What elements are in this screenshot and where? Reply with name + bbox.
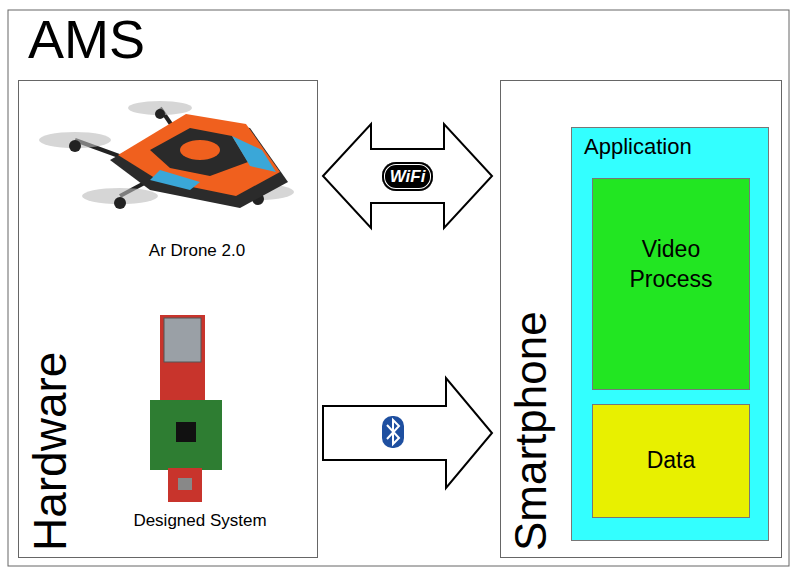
designed-system-picture	[150, 315, 222, 502]
application-box: ApplicationVideo ProcessData	[571, 127, 769, 541]
bluetooth-badge	[382, 416, 404, 448]
process-box: Video Process	[592, 178, 750, 390]
wifi-logo: WiFi	[382, 162, 434, 191]
box-label: Application	[572, 128, 768, 166]
hardware-panel: Hardware	[18, 80, 318, 558]
label-wrap: Ar Drone 2.0	[67, 241, 327, 261]
box-label: Video Process	[593, 179, 749, 295]
edge-label-wrap: WiFi	[382, 162, 434, 191]
block-arrow	[323, 378, 492, 488]
data-box: Data	[592, 404, 750, 518]
title-wrap: AMS	[28, 10, 145, 69]
panel-title: Hardware	[25, 352, 76, 551]
label-wrap: Designed System	[70, 511, 330, 531]
block-arrow	[323, 124, 492, 228]
drone-picture	[39, 101, 294, 209]
frame-border	[8, 10, 789, 566]
bluetooth-rune	[387, 420, 399, 444]
box-label: Data	[593, 443, 749, 479]
panel-title: Smartphone	[507, 311, 555, 551]
picture-caption: Designed System	[133, 511, 266, 530]
picture-caption: Ar Drone 2.0	[149, 241, 245, 260]
smartphone-panel: Smartphone ApplicationVideo ProcessData	[500, 80, 782, 558]
diagram-title: AMS	[28, 10, 145, 69]
